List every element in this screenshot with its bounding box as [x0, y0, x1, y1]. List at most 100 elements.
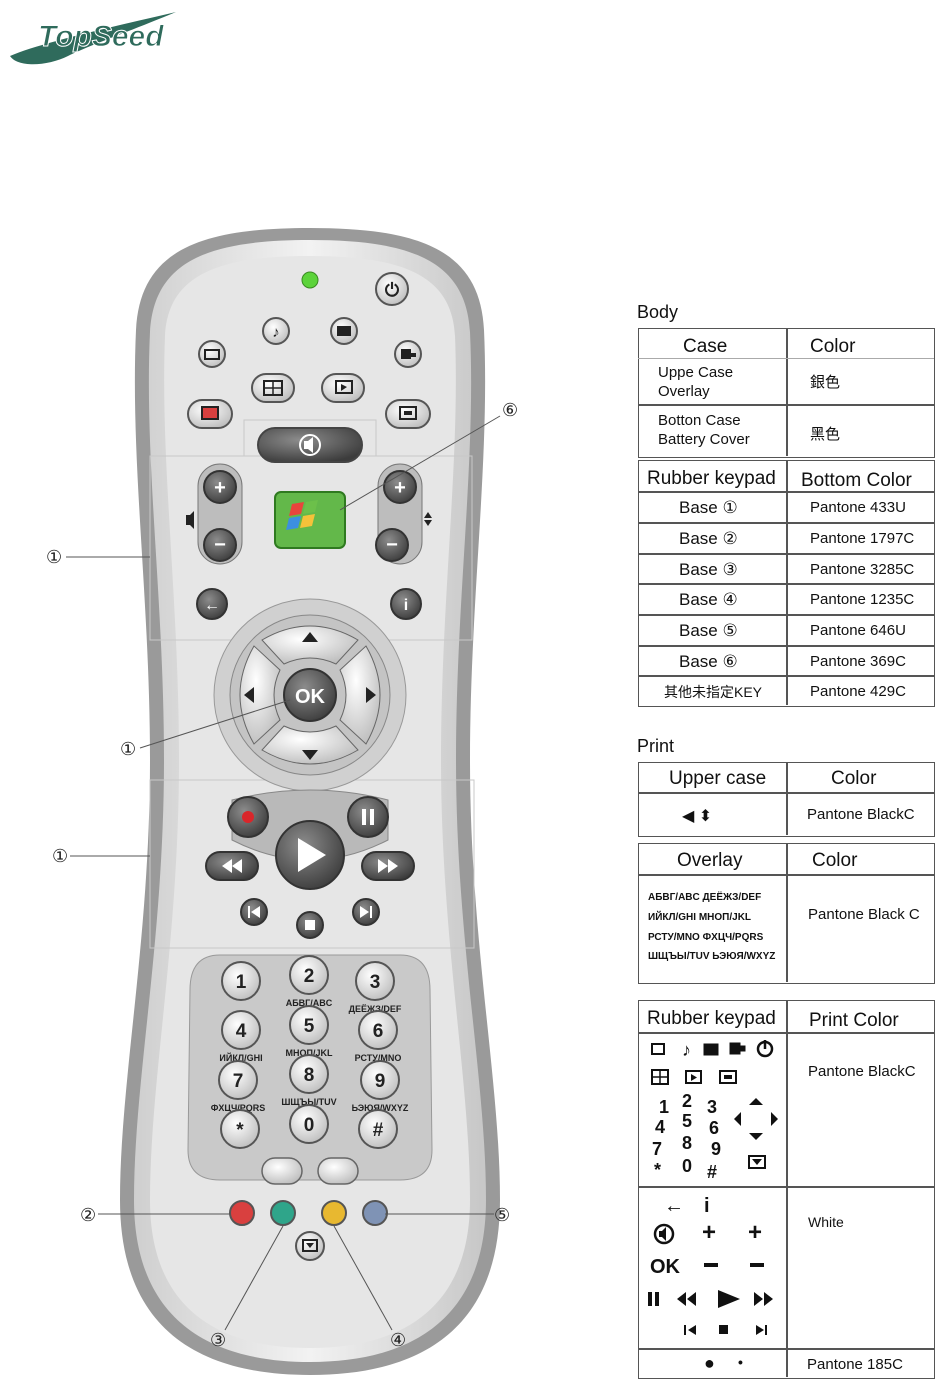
- digit-key-label: 7: [233, 1071, 244, 1092]
- svg-text:OK: OK: [650, 1256, 681, 1278]
- digit-key-label: 9: [375, 1071, 386, 1092]
- print-digit: 4: [655, 1117, 666, 1137]
- large-dot-icon: ●: [704, 1353, 715, 1373]
- overlay-line: РСТУ/MNO ФХЦЧ/PQRS: [648, 932, 764, 943]
- digit-key-1: 1: [221, 961, 261, 1001]
- play-button: [275, 820, 345, 890]
- digit-key-label: *: [236, 1120, 244, 1141]
- rubber-row-key: Base ④: [679, 590, 738, 609]
- mute-button: [257, 427, 363, 463]
- pause-button: [347, 796, 389, 838]
- overlay-line: ШЩЪЫ/TUV ЬЭЮЯ/WXYZ: [648, 951, 776, 962]
- body-row-case: Botton Case Battery Cover: [658, 412, 750, 448]
- print-title: Print: [637, 736, 675, 756]
- upper-header-case: Upper case: [669, 768, 767, 789]
- pictures-button: [330, 317, 358, 345]
- upper-header-color: Color: [831, 768, 877, 789]
- svg-text:i: i: [704, 1195, 710, 1217]
- print-digit: 3: [707, 1097, 718, 1117]
- print-digit: 6: [709, 1118, 720, 1138]
- digit-key-label: #: [373, 1120, 384, 1141]
- back-button: ←: [196, 588, 228, 620]
- overlay-line: ИЙКЛ/GHI МНОП/JKL: [648, 912, 752, 923]
- start-button: [274, 491, 346, 549]
- body-row-color: 銀色: [810, 374, 841, 391]
- callout-5: ⑤: [494, 1205, 510, 1225]
- body-title: Body: [637, 302, 679, 322]
- print-digit: 5: [682, 1111, 693, 1131]
- clear-button: [261, 1157, 303, 1185]
- music-button: ♪: [262, 317, 290, 345]
- channel-rocker: + −: [375, 463, 423, 565]
- skip-forward-button: [352, 898, 380, 926]
- callout-1a: ①: [46, 547, 62, 567]
- rubber-header-key: Rubber keypad: [647, 468, 776, 489]
- digit-key-letters: ИЙКЛ/GHI: [219, 1052, 262, 1063]
- callout-4: ④: [390, 1330, 406, 1350]
- topseed-logo: TopSeed: [10, 12, 176, 65]
- digit-key-label: 5: [304, 1016, 315, 1037]
- body-row-color: 黑色: [810, 426, 841, 443]
- rubber-row-color: Pantone 433U: [810, 499, 906, 516]
- rubber-row-key: Base ③: [679, 560, 738, 579]
- stop-button: [296, 911, 324, 939]
- digit-key-label: 2: [304, 966, 315, 987]
- rubber-row-color: Pantone 1235C: [810, 591, 915, 608]
- remote-illustration: ⏻ ♪ + − + − ← i OK: [46, 228, 518, 1375]
- print-digit: #: [707, 1162, 718, 1182]
- transport-cluster: [205, 789, 415, 939]
- rubber-row-color: Pantone 369C: [810, 653, 906, 670]
- rubber-row-key: 其他未指定KEY: [664, 684, 763, 700]
- callout-3: ③: [210, 1330, 226, 1350]
- record-button: [227, 796, 269, 838]
- callout-1c: ①: [52, 846, 68, 866]
- rubber-row-color: Pantone 646U: [810, 622, 906, 639]
- green-button: [270, 1200, 296, 1226]
- white-print-icons: ← i + + OK: [648, 1195, 773, 1335]
- svg-text:i: i: [404, 597, 408, 614]
- info-button: i: [390, 588, 422, 620]
- svg-text:♪: ♪: [272, 324, 280, 341]
- status-led: [301, 271, 319, 289]
- live-tv-button: [187, 399, 233, 429]
- svg-text:+: +: [702, 1219, 716, 1246]
- digit-key-label: 8: [304, 1065, 315, 1086]
- svg-text:←: ←: [664, 1195, 684, 1217]
- video-button: [394, 340, 422, 368]
- enter-button: [317, 1157, 359, 1185]
- print-digit: *: [654, 1160, 662, 1180]
- rubber-row-color: Pantone 429C: [810, 683, 906, 700]
- upper-color: Pantone BlackC: [807, 806, 915, 823]
- overlay-color: Pantone Black C: [808, 906, 920, 923]
- keypad-row1-color: Pantone BlackC: [808, 1063, 916, 1080]
- print-digit: 2: [682, 1091, 693, 1111]
- rubber-row-key: Base ②: [679, 529, 738, 548]
- overlay-header: Overlay: [677, 850, 743, 871]
- body-header-color: Color: [810, 336, 856, 357]
- svg-text:♪: ♪: [682, 1040, 691, 1060]
- teletext-button: [295, 1231, 325, 1261]
- digit-key-label: 0: [304, 1115, 315, 1136]
- skip-back-button: [240, 898, 268, 926]
- svg-text:−: −: [386, 534, 398, 556]
- rubber-row-key: Base ①: [679, 498, 738, 517]
- keypad-row2-color: White: [808, 1214, 844, 1230]
- guide-button: [251, 373, 295, 403]
- digit-key-letters: РСТУ/MNO: [355, 1053, 402, 1063]
- body-header-case: Case: [683, 336, 728, 357]
- yellow-button: [321, 1200, 347, 1226]
- tv-button: [198, 340, 226, 368]
- rubber-header-color: Bottom Color: [801, 470, 912, 491]
- svg-text:←: ←: [204, 597, 220, 614]
- digit-key-label: 3: [370, 972, 381, 993]
- callout-1b: ①: [120, 739, 136, 759]
- keypad-header: Rubber keypad: [647, 1008, 776, 1029]
- digit-key-letters: ШЩЪЫ/TUV: [281, 1097, 336, 1107]
